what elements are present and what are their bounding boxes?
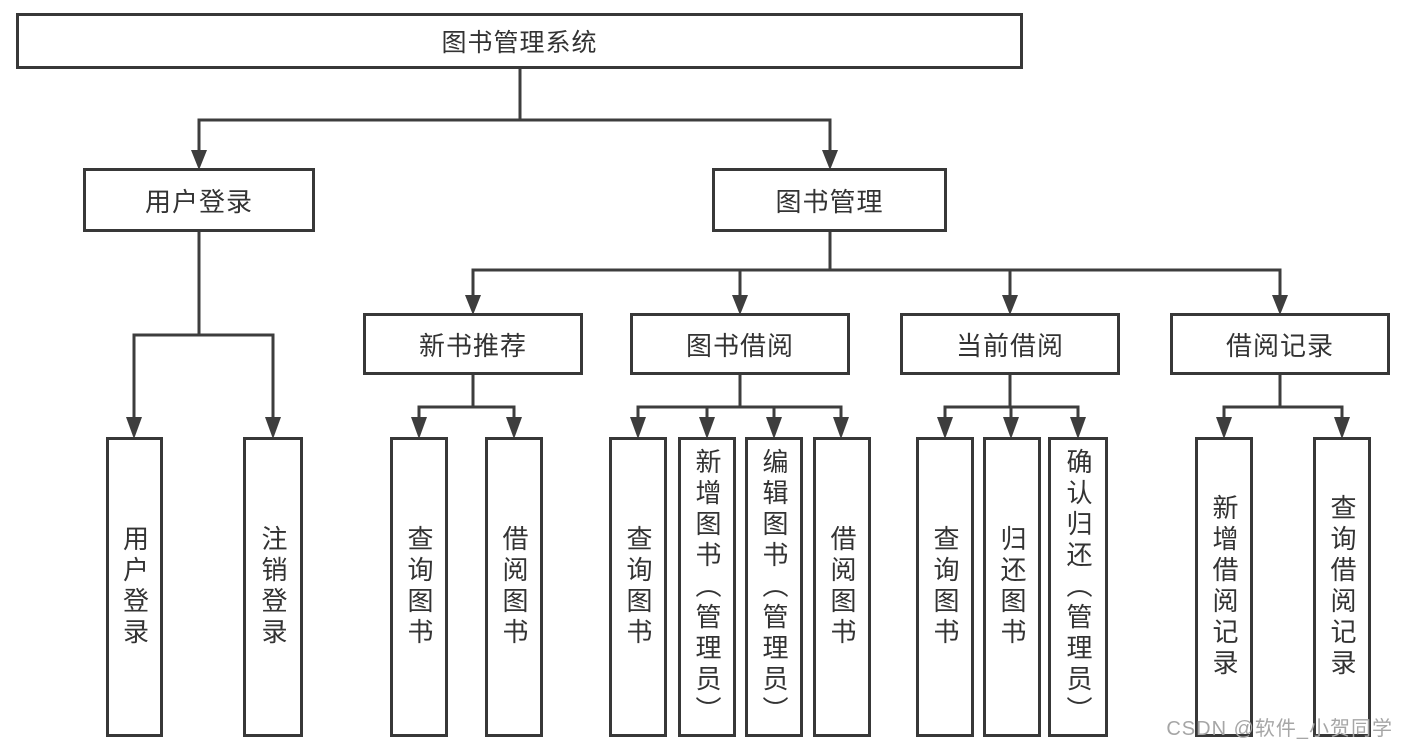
leaf-label: 借阅图书 <box>499 525 529 649</box>
node-label: 图书借阅 <box>685 330 794 361</box>
leaf-label: 用户登录 <box>119 525 150 649</box>
node-label: 图书管理系统 <box>441 29 598 57</box>
node-library-management-system: 图书管理系统 <box>16 13 1023 69</box>
leaf-query-books-borrow: 查询图书 <box>609 437 667 737</box>
csdn-watermark: CSDN @软件_小贺同学 <box>1166 718 1393 740</box>
leaf-label: 查询图书 <box>404 525 434 649</box>
leaf-label: 注销登录 <box>258 525 288 649</box>
leaf-query-borrow-record: 查询借阅记录 <box>1313 437 1371 737</box>
leaf-label: 查询图书 <box>623 525 653 649</box>
node-book-management-branch: 图书管理 <box>712 168 947 232</box>
leaf-label: 借阅图书 <box>827 525 857 649</box>
leaf-label: 编辑图书（管理员） <box>759 447 789 727</box>
leaf-edit-books-admin: 编辑图书（管理员） <box>745 437 803 737</box>
leaf-add-books-admin: 新增图书（管理员） <box>678 437 736 737</box>
node-label: 用户登录 <box>144 186 253 217</box>
node-book-borrow: 图书借阅 <box>630 313 850 375</box>
node-label: 新书推荐 <box>418 330 527 361</box>
leaf-borrow-books: 借阅图书 <box>813 437 871 737</box>
leaf-label: 查询借阅记录 <box>1327 494 1357 680</box>
leaf-label: 新增图书（管理员） <box>692 447 722 727</box>
leaf-return-books: 归还图书 <box>983 437 1041 737</box>
leaf-add-borrow-record: 新增借阅记录 <box>1195 437 1253 737</box>
node-label: 图书管理 <box>775 186 884 217</box>
node-label: 借阅记录 <box>1225 330 1334 361</box>
leaf-confirm-return-admin: 确认归还（管理员） <box>1048 437 1108 737</box>
leaf-label: 查询图书 <box>930 525 960 649</box>
leaf-label: 新增借阅记录 <box>1209 494 1239 680</box>
node-current-borrow: 当前借阅 <box>900 313 1120 375</box>
leaf-user-login: 用户登录 <box>106 437 163 737</box>
leaf-query-books-recommend: 查询图书 <box>390 437 448 737</box>
leaf-query-books-current: 查询图书 <box>916 437 974 737</box>
leaf-label: 确认归还（管理员） <box>1063 447 1093 727</box>
node-user-login-branch: 用户登录 <box>83 168 315 232</box>
node-borrow-records: 借阅记录 <box>1170 313 1390 375</box>
leaf-borrow-books-recommend: 借阅图书 <box>485 437 543 737</box>
leaf-label: 归还图书 <box>997 525 1027 649</box>
node-new-book-recommend: 新书推荐 <box>363 313 583 375</box>
leaf-logout: 注销登录 <box>243 437 303 737</box>
node-label: 当前借阅 <box>955 330 1064 361</box>
